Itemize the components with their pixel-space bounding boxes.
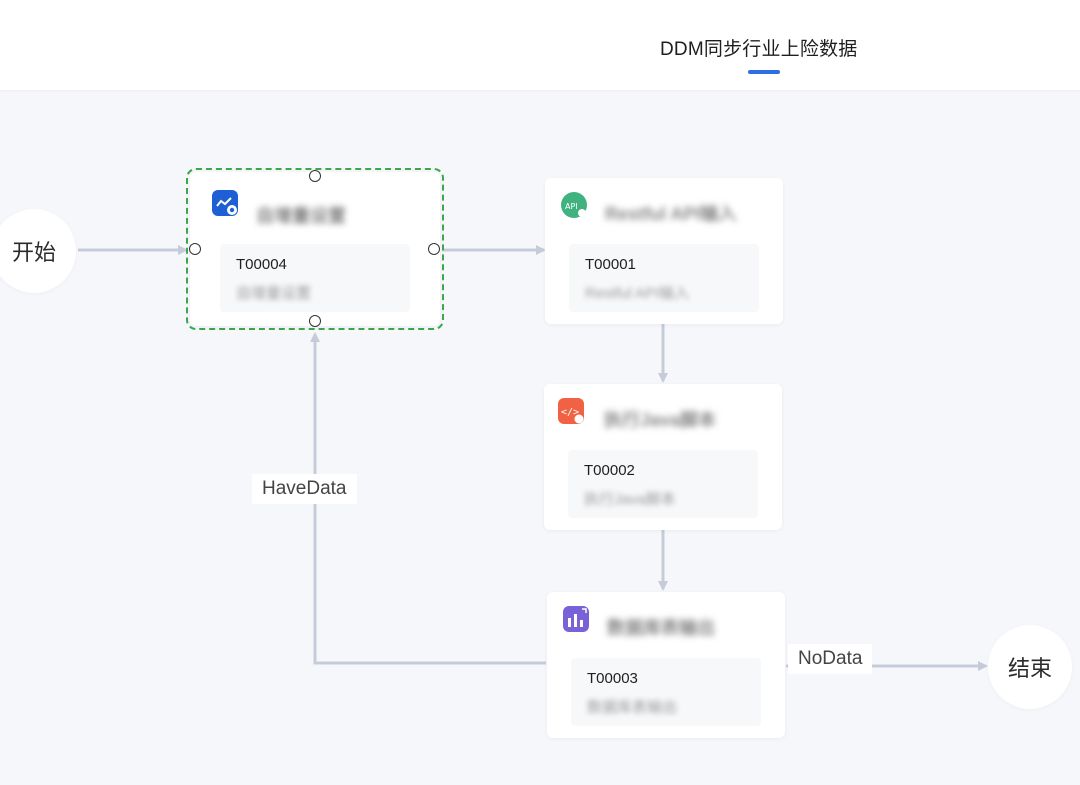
tab-ddm-sync[interactable]: DDM同步行业上险数据	[640, 0, 890, 90]
node-subtitle: Restful API输入	[585, 285, 690, 302]
code-icon: </>	[558, 398, 584, 424]
connector-handle-left[interactable]	[189, 243, 201, 255]
node-title: 执行Java脚本	[604, 410, 717, 430]
tab-active-indicator	[748, 70, 780, 74]
start-node[interactable]: 开始	[0, 209, 76, 293]
api-icon: API	[561, 192, 587, 218]
node-body: T00002 执行Java脚本	[568, 450, 758, 518]
node-subtitle: 执行Java脚本	[584, 491, 676, 508]
edge-label-havedata[interactable]: HaveData	[252, 474, 357, 504]
bar-chart-icon	[563, 606, 589, 632]
chart-gear-icon	[212, 190, 238, 216]
end-node[interactable]: 结束	[988, 625, 1072, 709]
connector-handle-top[interactable]	[309, 170, 321, 182]
node-T00004[interactable]: 自增量设置 T00004 自增量设置	[186, 168, 444, 330]
node-body: T00004 自增量设置	[220, 244, 410, 312]
node-id: T00003	[587, 670, 638, 687]
node-body: T00001 Restful API输入	[569, 244, 759, 312]
node-id: T00004	[236, 256, 287, 273]
svg-text:API: API	[565, 202, 578, 211]
node-title: 自增量设置	[256, 206, 346, 226]
end-node-label: 结束	[1007, 656, 1052, 681]
start-node-label: 开始	[11, 240, 56, 265]
node-T00003[interactable]: 数据库表输出 T00003 数据库表输出	[547, 592, 785, 738]
tab-label: DDM同步行业上险数据	[660, 39, 858, 60]
node-subtitle: 数据库表输出	[587, 699, 678, 716]
connector-handle-right[interactable]	[428, 243, 440, 255]
svg-text:</>: </>	[561, 407, 579, 418]
edge-T00003-to-T00004-havedata	[310, 332, 546, 665]
connector-handle-bottom[interactable]	[309, 315, 321, 327]
node-T00001[interactable]: API Restful API输入 T00001 Restful API输入	[545, 178, 783, 324]
top-bar: DDM同步行业上险数据	[0, 0, 1080, 90]
node-id: T00002	[584, 462, 635, 479]
node-T00002[interactable]: </> 执行Java脚本 T00002 执行Java脚本	[544, 384, 782, 530]
edge-label-nodata[interactable]: NoData	[788, 644, 873, 674]
node-title: 数据库表输出	[607, 618, 715, 638]
node-id: T00001	[585, 256, 636, 273]
node-body: T00003 数据库表输出	[571, 658, 761, 726]
node-title: Restful API输入	[605, 204, 737, 224]
node-subtitle: 自增量设置	[236, 285, 312, 302]
